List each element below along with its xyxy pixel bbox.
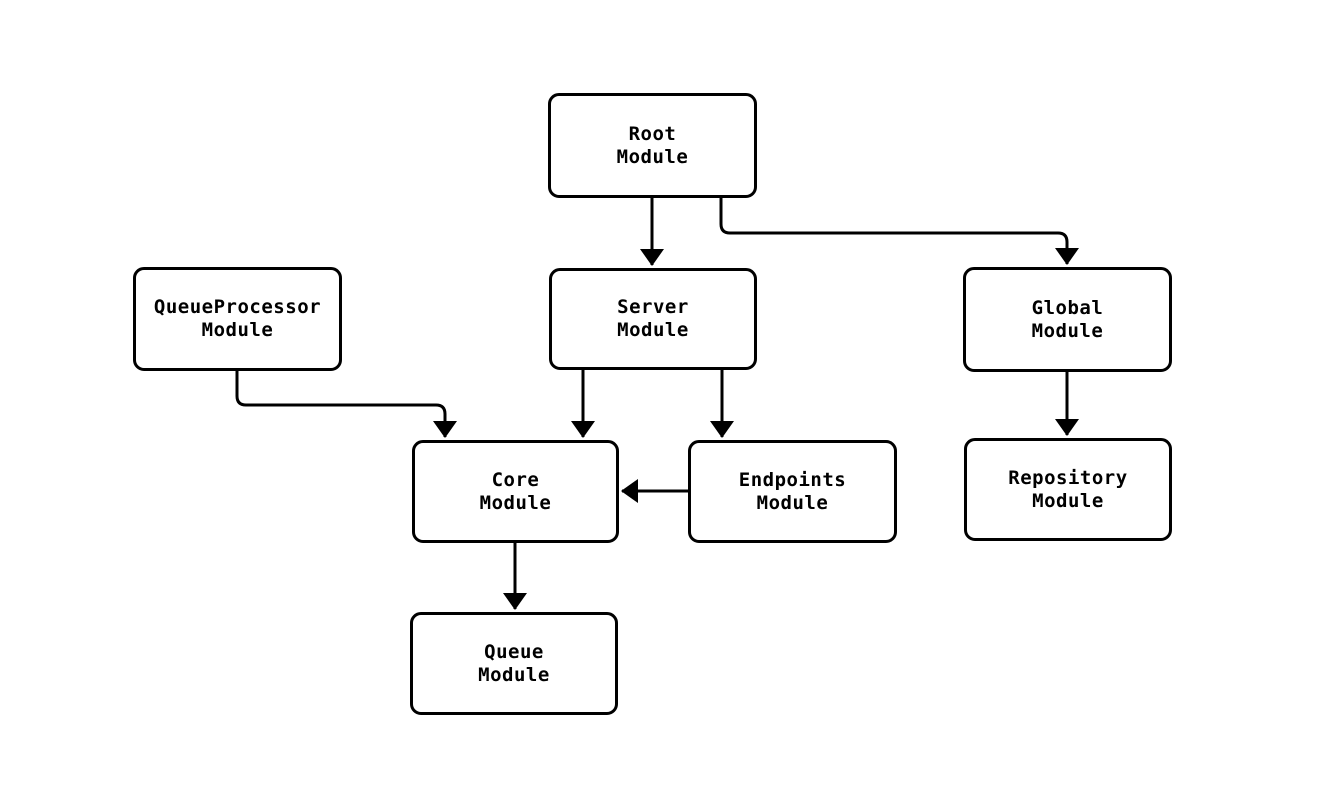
node-label-global-module: Global Module (1031, 296, 1104, 342)
node-label-core-module: Core Module (479, 468, 552, 514)
node-root-module: Root Module (548, 93, 757, 198)
node-label-queueprocessor-module: QueueProcessor Module (153, 296, 322, 341)
node-server-module: Server Module (549, 268, 757, 370)
node-global-module: Global Module (963, 267, 1172, 372)
edge-queueprocessor-to-core (235, 371, 457, 438)
node-core-module: Core Module (412, 440, 619, 543)
edge-root-to-global (719, 198, 1079, 265)
node-label-root-module: Root Module (616, 122, 689, 168)
node-endpoints-module: Endpoints Module (688, 440, 897, 543)
node-label-endpoints-module: Endpoints Module (738, 468, 847, 514)
node-label-server-module: Server Module (617, 296, 689, 341)
node-label-queue-module: Queue Module (478, 640, 550, 686)
node-queueprocessor-module: QueueProcessor Module (133, 267, 342, 371)
node-repository-module: Repository Module (964, 438, 1172, 541)
node-queue-module: Queue Module (410, 612, 618, 715)
node-label-repository-module: Repository Module (1008, 466, 1128, 512)
